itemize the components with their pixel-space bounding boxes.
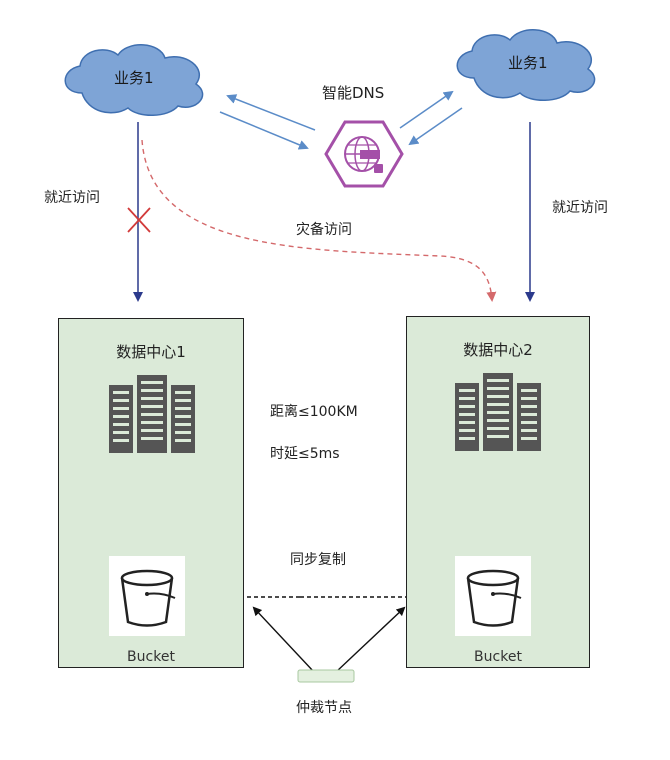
datacenter-1-bucket-label: Bucket: [127, 649, 175, 665]
bucket-icon: [109, 556, 185, 636]
datacenter-2-bucket-label: Bucket: [474, 649, 522, 665]
cloud-right-label: 业务1: [508, 54, 548, 72]
dns-label: 智能DNS: [322, 84, 385, 102]
cloud-left-shape: [64, 44, 204, 116]
server-rack-icon: [455, 373, 541, 451]
arbiter-node-shape: [297, 669, 355, 683]
dns-icon: [324, 120, 404, 188]
arbiter-label: 仲裁节点: [296, 700, 352, 716]
datacenter-1-title: 数据中心1: [116, 343, 186, 361]
datacenter-1: 数据中心1 Bucket: [58, 318, 244, 668]
link-latency-label: 时延≤5ms: [270, 446, 340, 462]
arrow-right-cloud-to-dns: [408, 107, 463, 146]
cloud-right-shape: [456, 29, 596, 101]
edge-label-nearby-left: 就近访问: [44, 190, 100, 206]
link-distance-label: 距离≤100KM: [270, 404, 358, 420]
datacenter-2: 数据中心2 Bucket: [406, 316, 590, 668]
arrow-dns-to-left-cloud: [226, 94, 316, 131]
arrow-left-cloud-to-dns: [219, 111, 309, 150]
server-rack-icon: [109, 375, 195, 453]
edge-label-nearby-right: 就近访问: [552, 200, 608, 216]
cloud-left-label: 业务1: [114, 69, 154, 87]
arrow-arbiter-to-dc2: [335, 606, 406, 673]
blocked-cross-icon: [127, 207, 151, 233]
arrow-dns-to-right-cloud: [399, 90, 454, 129]
arrow-disaster-recovery: [141, 139, 497, 302]
edge-label-sync: 同步复制: [290, 552, 346, 568]
arrow-arbiter-to-dc1: [252, 606, 315, 673]
datacenter-2-title: 数据中心2: [463, 341, 533, 359]
edge-label-disaster: 灾备访问: [296, 222, 352, 238]
bucket-icon: [455, 556, 531, 636]
